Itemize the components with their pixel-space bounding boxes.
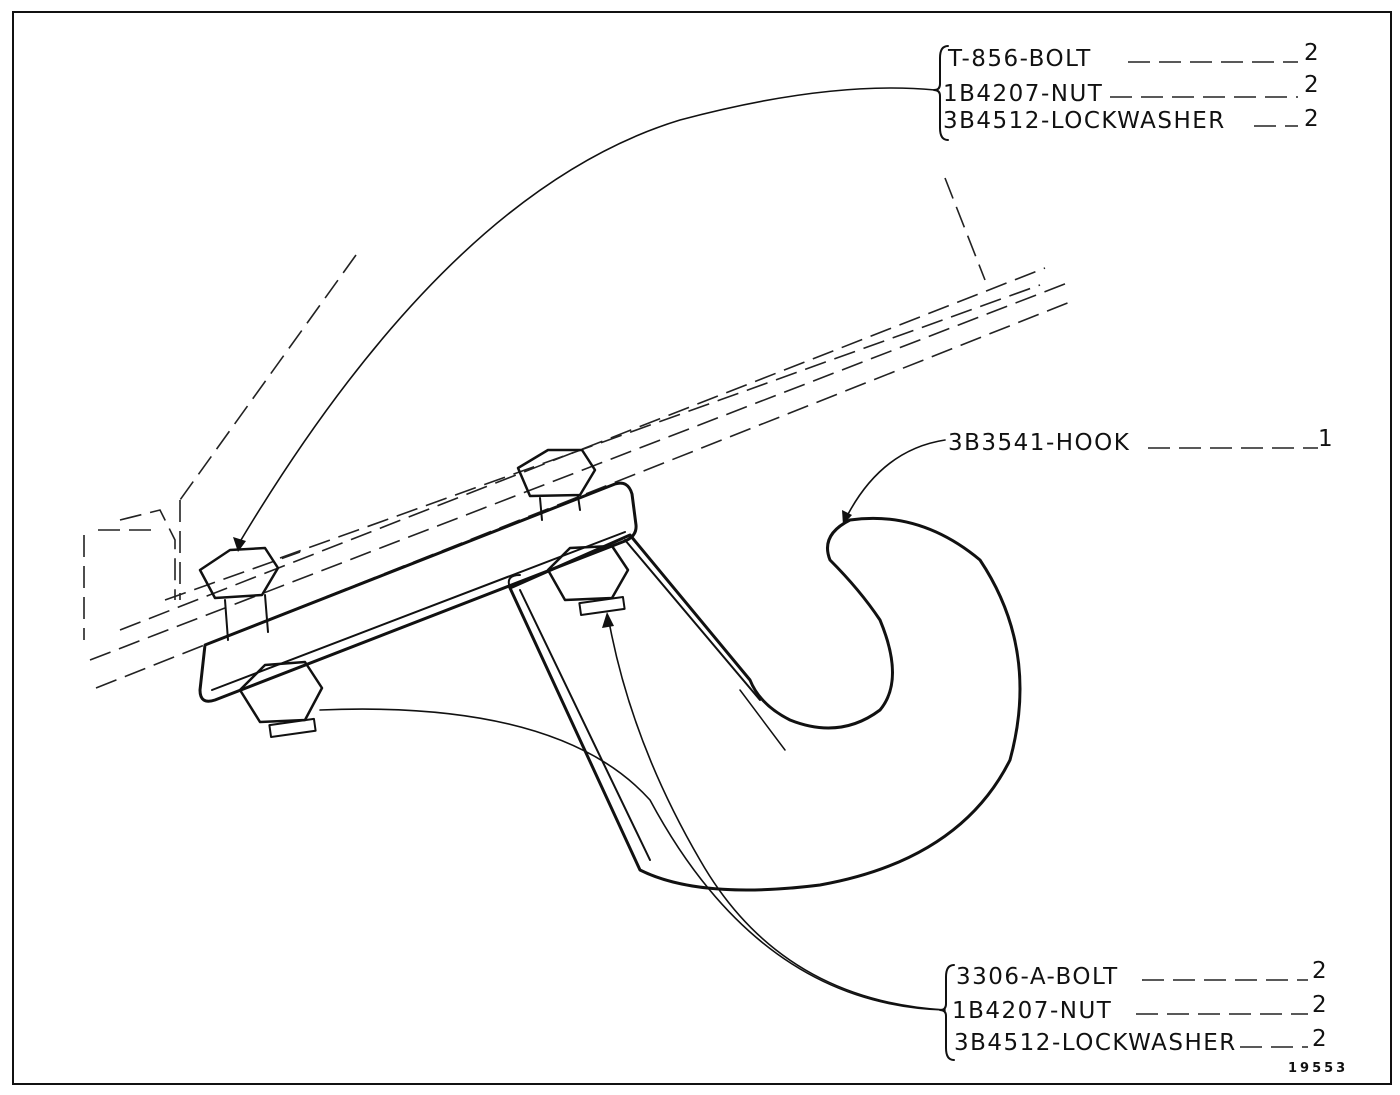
top-callout-group: T-856-BOLT 2 1B4207-NUT 2 3B4512-LOCKWAS… — [943, 40, 1320, 134]
hook-body — [507, 516, 1022, 892]
callout-part: 3B3541-HOOK — [948, 430, 1130, 456]
callout-qty: 2 — [1304, 40, 1320, 66]
callout-part: 3B4512-LOCKWASHER — [954, 1030, 1237, 1056]
callout-qty: 2 — [1312, 958, 1328, 984]
callout-qty: 2 — [1312, 992, 1328, 1018]
callout-part: 3306-A-BOLT — [956, 964, 1119, 990]
bottom-callout-bracket — [939, 964, 955, 1061]
drawing-frame — [12, 11, 1392, 1085]
callout-qty: 2 — [1304, 72, 1320, 98]
bottom-nut-right — [546, 544, 630, 617]
phantom-bumper-outline — [83, 177, 1076, 689]
callout-part: T-856-BOLT — [947, 46, 1092, 72]
top-bolt-left — [198, 546, 280, 641]
callout-qty: 2 — [1304, 106, 1320, 132]
top-bolt-right — [516, 448, 597, 521]
figure-number: 19553 — [1288, 1061, 1348, 1076]
callout-part: 1B4207-NUT — [952, 998, 1112, 1024]
callout-qty: 2 — [1312, 1026, 1328, 1052]
top-callout-bracket — [933, 45, 949, 141]
callout-part: 3B4512-LOCKWASHER — [943, 108, 1226, 134]
bottom-nut-left — [238, 660, 324, 739]
bottom-callout-group: 3306-A-BOLT 2 1B4207-NUT 2 3B4512-LOCKWA… — [952, 958, 1328, 1056]
hook-callout: 3B3541-HOOK 1 — [948, 426, 1334, 456]
leader-lines — [233, 87, 946, 1011]
callout-part: 1B4207-NUT — [943, 81, 1103, 107]
callout-qty: 1 — [1318, 426, 1334, 452]
